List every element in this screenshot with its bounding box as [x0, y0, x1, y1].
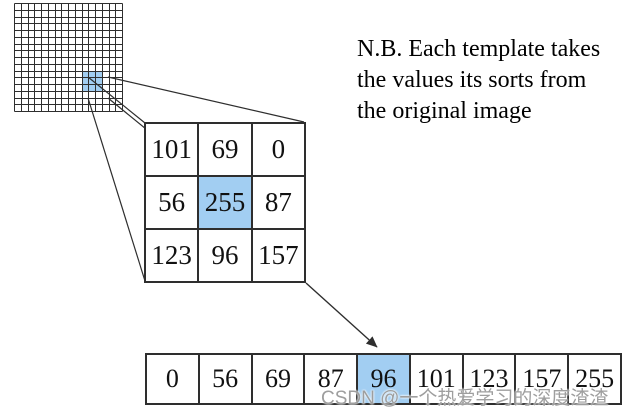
note-text: N.B. Each template takes the values its … [357, 36, 601, 124]
original-image-grid [14, 3, 123, 112]
sorted-row-cell-highlighted: 96 [357, 354, 410, 404]
sorted-row-cell: 157 [515, 354, 569, 404]
sorted-row-cell: 123 [462, 354, 516, 404]
matrix-cell: 96 [198, 229, 252, 282]
sorted-row-cell: 101 [409, 354, 463, 404]
matrix-cell: 0 [251, 123, 305, 176]
projection-line [107, 76, 305, 123]
sorted-row-cell: 0 [146, 354, 199, 404]
sorted-row-cell: 87 [304, 354, 358, 404]
matrix-cell: 157 [251, 229, 305, 282]
matrix-cell: 69 [198, 123, 252, 176]
grid-highlight-region [82, 71, 103, 92]
matrix-cell: 101 [145, 123, 199, 176]
matrix-cell-highlighted: 255 [198, 176, 252, 229]
sorted-row-cell: 56 [198, 354, 252, 404]
projection-line [87, 97, 146, 282]
sorted-row-cell: 255 [568, 354, 621, 404]
matrix-cell: 123 [145, 229, 199, 282]
matrix-cell: 56 [145, 176, 199, 229]
sorted-row-cell: 69 [251, 354, 305, 404]
matrix-cell: 87 [251, 176, 305, 229]
arrow-to-sorted-row-icon [305, 282, 378, 348]
watermark: CSDN @一个热爱学习的深度渣渣 [321, 388, 609, 409]
